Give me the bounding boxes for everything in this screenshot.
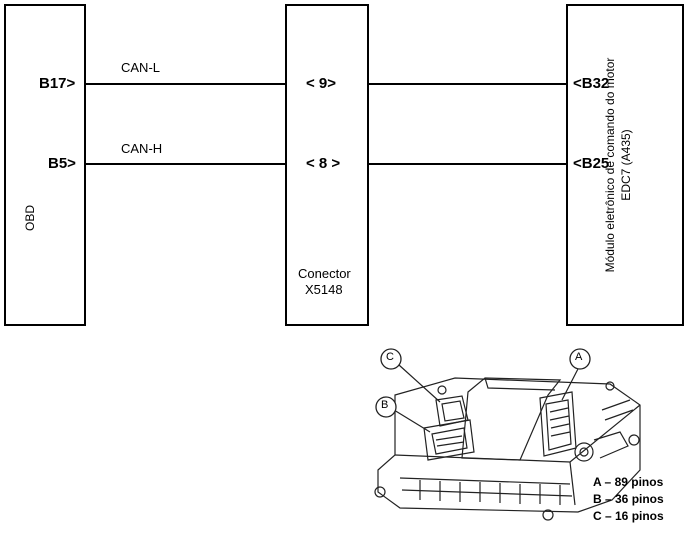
connector-pin-8: < 8 >: [306, 155, 341, 172]
obd-block: [4, 4, 86, 326]
legend-a: A – 89 pinos: [593, 475, 664, 489]
can-l-label: CAN-L: [121, 60, 161, 75]
callout-a-circle: [569, 348, 591, 370]
legend-c: C – 16 pinos: [593, 509, 664, 523]
can-h-wire-left: [86, 163, 285, 165]
ecu-pin-b32: <B32: [573, 75, 610, 92]
connector-name: Conector: [298, 266, 351, 281]
can-l-wire-left: [86, 83, 285, 85]
callout-c: C: [386, 351, 394, 363]
ecu-block: [566, 4, 684, 326]
callout-a: A: [575, 351, 583, 363]
obd-pin-b17: B17>: [39, 75, 76, 92]
can-l-wire-right: [369, 83, 566, 85]
can-h-wire-right: [369, 163, 566, 165]
callout-c-circle: [380, 348, 402, 370]
callout-b: B: [381, 399, 389, 411]
obd-pin-b5: B5>: [48, 155, 76, 172]
legend-b: B – 36 pinos: [593, 492, 664, 506]
connector-code: X5148: [305, 282, 343, 297]
connector-pin-9: < 9>: [306, 75, 337, 92]
connector-block: [285, 4, 369, 326]
ecu-pin-b25: <B25: [573, 155, 610, 172]
callout-b-circle: [375, 396, 397, 418]
can-h-label: CAN-H: [121, 141, 163, 156]
connector-b-body: [423, 419, 475, 461]
